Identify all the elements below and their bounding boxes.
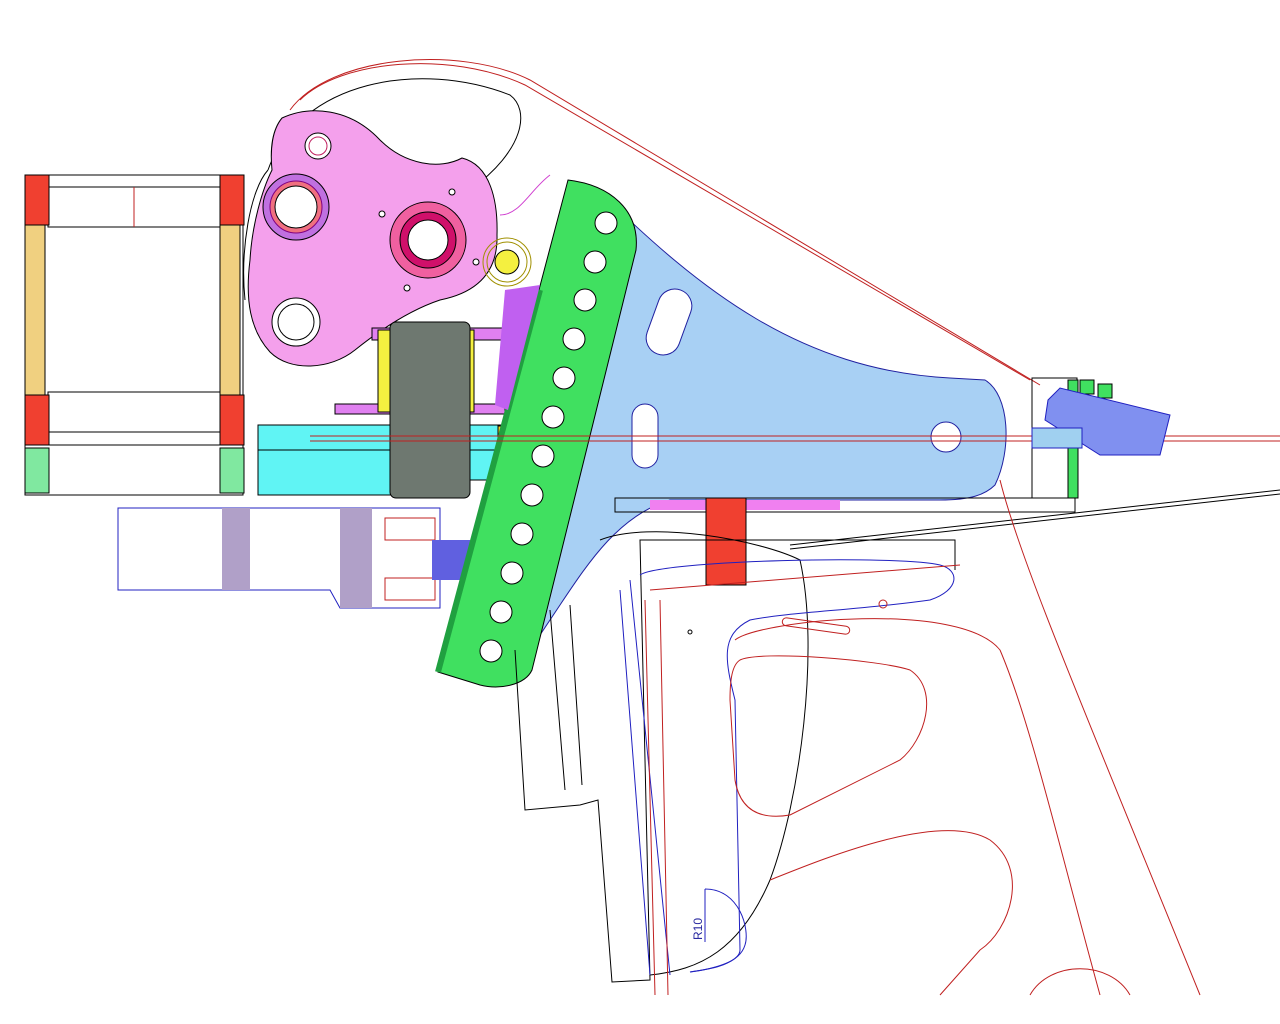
green-bar-holes	[479, 211, 618, 663]
left-frame	[24, 174, 245, 496]
handle-outline	[514, 479, 1201, 996]
lower-strip	[614, 489, 1280, 586]
cam-holes	[262, 132, 532, 347]
radius-dimension: R10	[689, 888, 747, 973]
red-cap	[24, 174, 50, 226]
cylinder-assembly	[257, 321, 539, 499]
plate-slots	[631, 288, 962, 469]
dimension-label: R10	[691, 918, 705, 940]
connector	[1031, 377, 1171, 499]
lower-block	[117, 507, 470, 609]
guard-arc	[243, 59, 1041, 386]
